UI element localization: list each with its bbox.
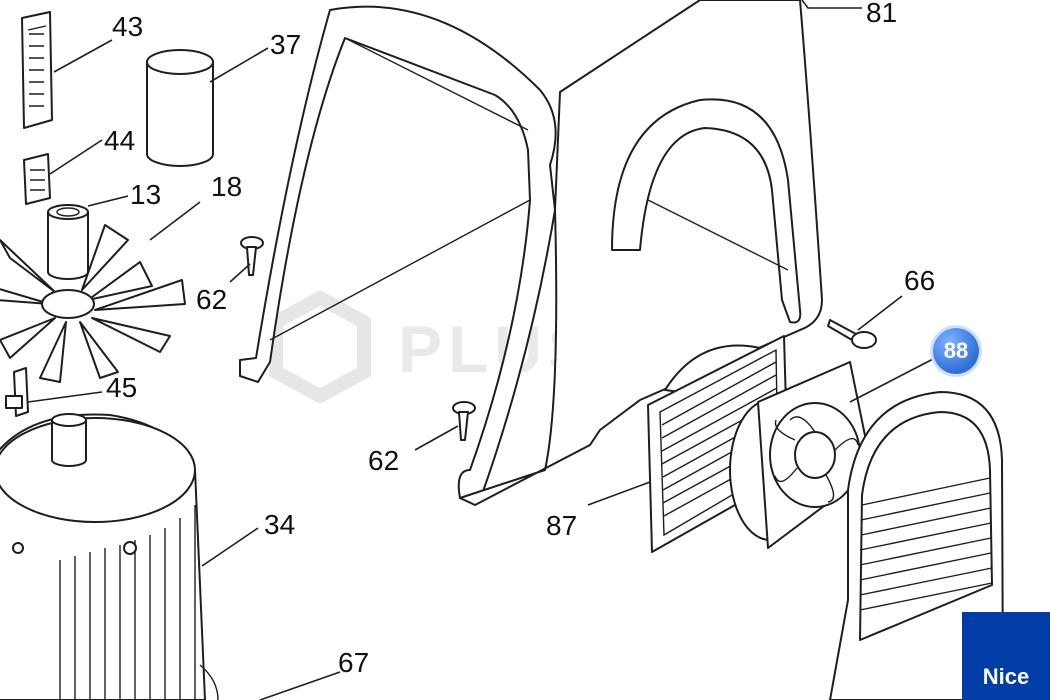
label-43: 43 [112,11,143,42]
label-18: 18 [211,171,242,202]
part-43-terminal-strip[interactable] [21,11,53,129]
brand-logo: Nice [962,612,1050,700]
label-62b: 62 [368,445,399,476]
part-37-capacitor[interactable] [146,49,214,167]
label-87: 87 [546,510,577,541]
part-number-labels: 81 43 37 44 13 18 62 62 45 34 66 87 67 [104,0,935,678]
part-44-small-connector[interactable] [23,153,51,205]
part-88-number: 88 [943,338,969,363]
label-45: 45 [106,372,137,403]
part-67-component[interactable] [199,664,219,700]
part-88-badge[interactable]: 88 [933,328,979,374]
part-81-cover-arch[interactable] [239,5,557,501]
label-67: 67 [338,647,369,678]
part-62-screw-upper[interactable] [240,236,264,276]
part-13-fan-hub[interactable] [47,204,89,280]
label-44: 44 [104,125,135,156]
part-88-axial-fan[interactable] [729,361,873,549]
label-34: 34 [264,509,295,540]
part-34-motor[interactable] [0,413,206,700]
label-81: 81 [866,0,897,28]
label-13: 13 [130,179,161,210]
part-18-cooling-fan[interactable] [0,224,186,383]
part-87-filter-grille[interactable] [647,335,789,553]
leader-lines [27,0,936,700]
part-81-side-panel[interactable] [459,0,823,506]
label-66: 66 [904,265,935,296]
brand-name: Nice [982,664,1030,689]
part-62-screw-lower[interactable] [452,401,476,441]
label-37: 37 [270,29,301,60]
part-66-screw[interactable] [827,319,877,349]
label-62a: 62 [196,284,227,315]
fan-outer-cover[interactable] [829,391,1004,700]
part-45-sensor-bracket[interactable] [5,367,29,417]
